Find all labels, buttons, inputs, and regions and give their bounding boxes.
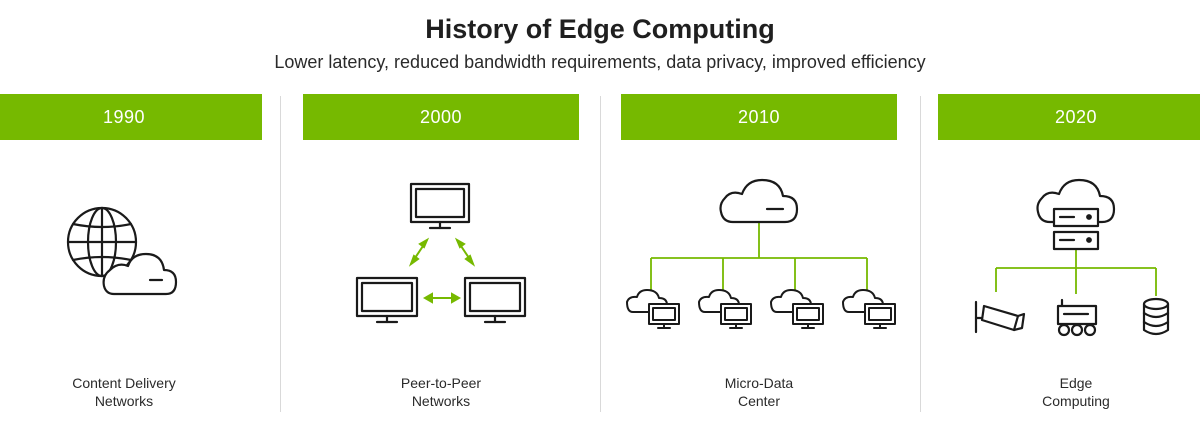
- peer-to-peer-illustration: [303, 164, 579, 364]
- monitor-icon: [355, 276, 419, 324]
- content-delivery-illustration: [0, 164, 262, 364]
- cloud-monitor-icon: [626, 289, 680, 329]
- caption-line-2: Center: [737, 393, 781, 409]
- caption-line-2: Networks: [411, 393, 471, 409]
- caption-line-1: Micro-Data: [724, 375, 794, 391]
- tree-connectors: [650, 222, 868, 290]
- era-column-2010: 2010: [621, 94, 897, 414]
- monitor-icon: [409, 182, 471, 230]
- caption-line-2: Computing: [1042, 393, 1110, 409]
- caption-line-1: Peer-to-Peer: [400, 375, 482, 391]
- era-column-1990: 1990: [0, 94, 262, 414]
- era-column-2000: 2000: [303, 94, 579, 414]
- tree-connectors: [995, 250, 1157, 296]
- column-divider: [280, 96, 281, 412]
- bidirectional-arrow-icon: [408, 237, 476, 304]
- page-title: History of Edge Computing: [425, 14, 775, 44]
- p2p-svg: [355, 182, 527, 324]
- globe-icon: [66, 206, 138, 278]
- cloud-icon: [719, 178, 799, 224]
- year-bar: 1990: [0, 94, 262, 140]
- year-label: 1990: [102, 106, 146, 127]
- year-label: 2000: [419, 106, 463, 127]
- cloud-icon: [102, 252, 178, 296]
- year-bar: 2020: [938, 94, 1200, 140]
- cloud-monitor-icon: [842, 289, 896, 329]
- year-label: 2020: [1054, 106, 1098, 127]
- caption-line-2: Networks: [94, 393, 154, 409]
- cloud-monitor-icon: [698, 289, 752, 329]
- security-camera-icon: [974, 300, 1026, 334]
- caption-line-1: Content Delivery: [72, 375, 176, 391]
- year-bar: 2010: [621, 94, 897, 140]
- page-subtitle: Lower latency, reduced bandwidth require…: [274, 52, 926, 72]
- year-label: 2010: [737, 106, 781, 127]
- cloud-monitor-icon: [770, 289, 824, 329]
- era-caption: Edge Computing: [938, 374, 1200, 410]
- monitor-icon: [463, 276, 527, 324]
- era-column-2020: 2020: [938, 94, 1200, 414]
- robot-cart-icon: [1056, 298, 1098, 337]
- column-divider: [920, 96, 921, 412]
- micro-dc-svg: [626, 178, 896, 329]
- cdn-svg: [66, 206, 178, 296]
- year-bar: 2000: [303, 94, 579, 140]
- edge-computing-illustration: [938, 164, 1200, 364]
- database-icon: [1142, 297, 1170, 336]
- era-caption: Peer-to-Peer Networks: [303, 374, 579, 410]
- era-caption: Micro-Data Center: [621, 374, 897, 410]
- column-divider: [600, 96, 601, 412]
- micro-data-center-illustration: [621, 164, 897, 364]
- edge-svg: [974, 178, 1170, 337]
- caption-line-1: Edge: [1059, 375, 1093, 391]
- era-caption: Content Delivery Networks: [0, 374, 262, 410]
- cloud-server-icon: [1036, 178, 1116, 251]
